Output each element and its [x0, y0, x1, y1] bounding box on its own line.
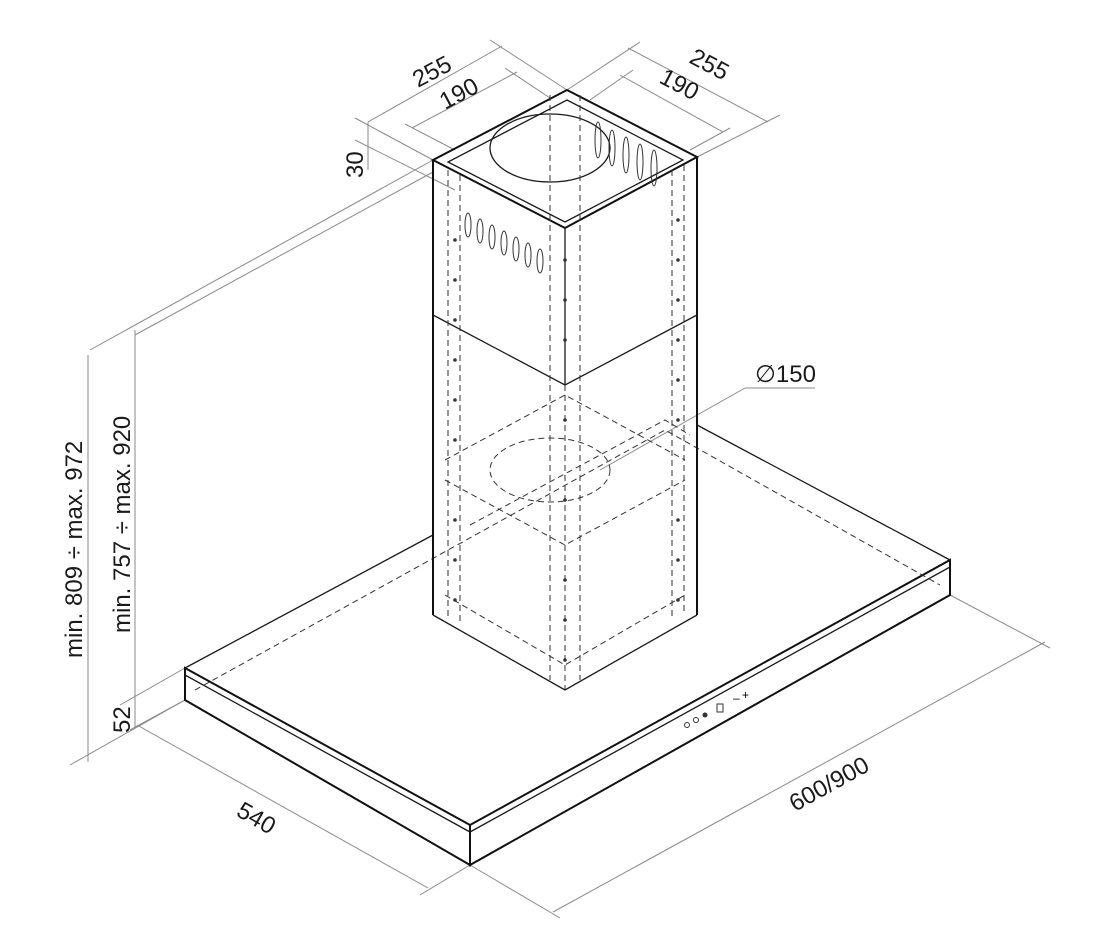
- display-icon: [716, 703, 724, 713]
- dim-52: 52: [109, 706, 136, 733]
- dim-30: 30: [342, 151, 369, 178]
- button-icon: [702, 712, 708, 718]
- button-icon: [684, 722, 690, 728]
- dim-540: 540: [232, 797, 280, 840]
- control-panel: – +: [684, 688, 749, 728]
- dimension-lines: [69, 39, 1051, 919]
- dim-600-900: 600/900: [785, 752, 874, 818]
- plus-label: +: [742, 688, 749, 702]
- button-icon: [693, 717, 699, 723]
- dim-chimney-height: min. 757 ÷ max. 920: [109, 416, 136, 633]
- chimney: [430, 88, 700, 691]
- minus-label: –: [733, 691, 740, 705]
- dim-total-height: min. 809 ÷ max. 972: [61, 441, 88, 658]
- dim-duct-diameter: ∅150: [755, 361, 816, 388]
- dimension-labels: 255 190 255 190 30 ∅150 min. 809 ÷ max. …: [61, 43, 874, 840]
- hood-canopy: [184, 419, 951, 867]
